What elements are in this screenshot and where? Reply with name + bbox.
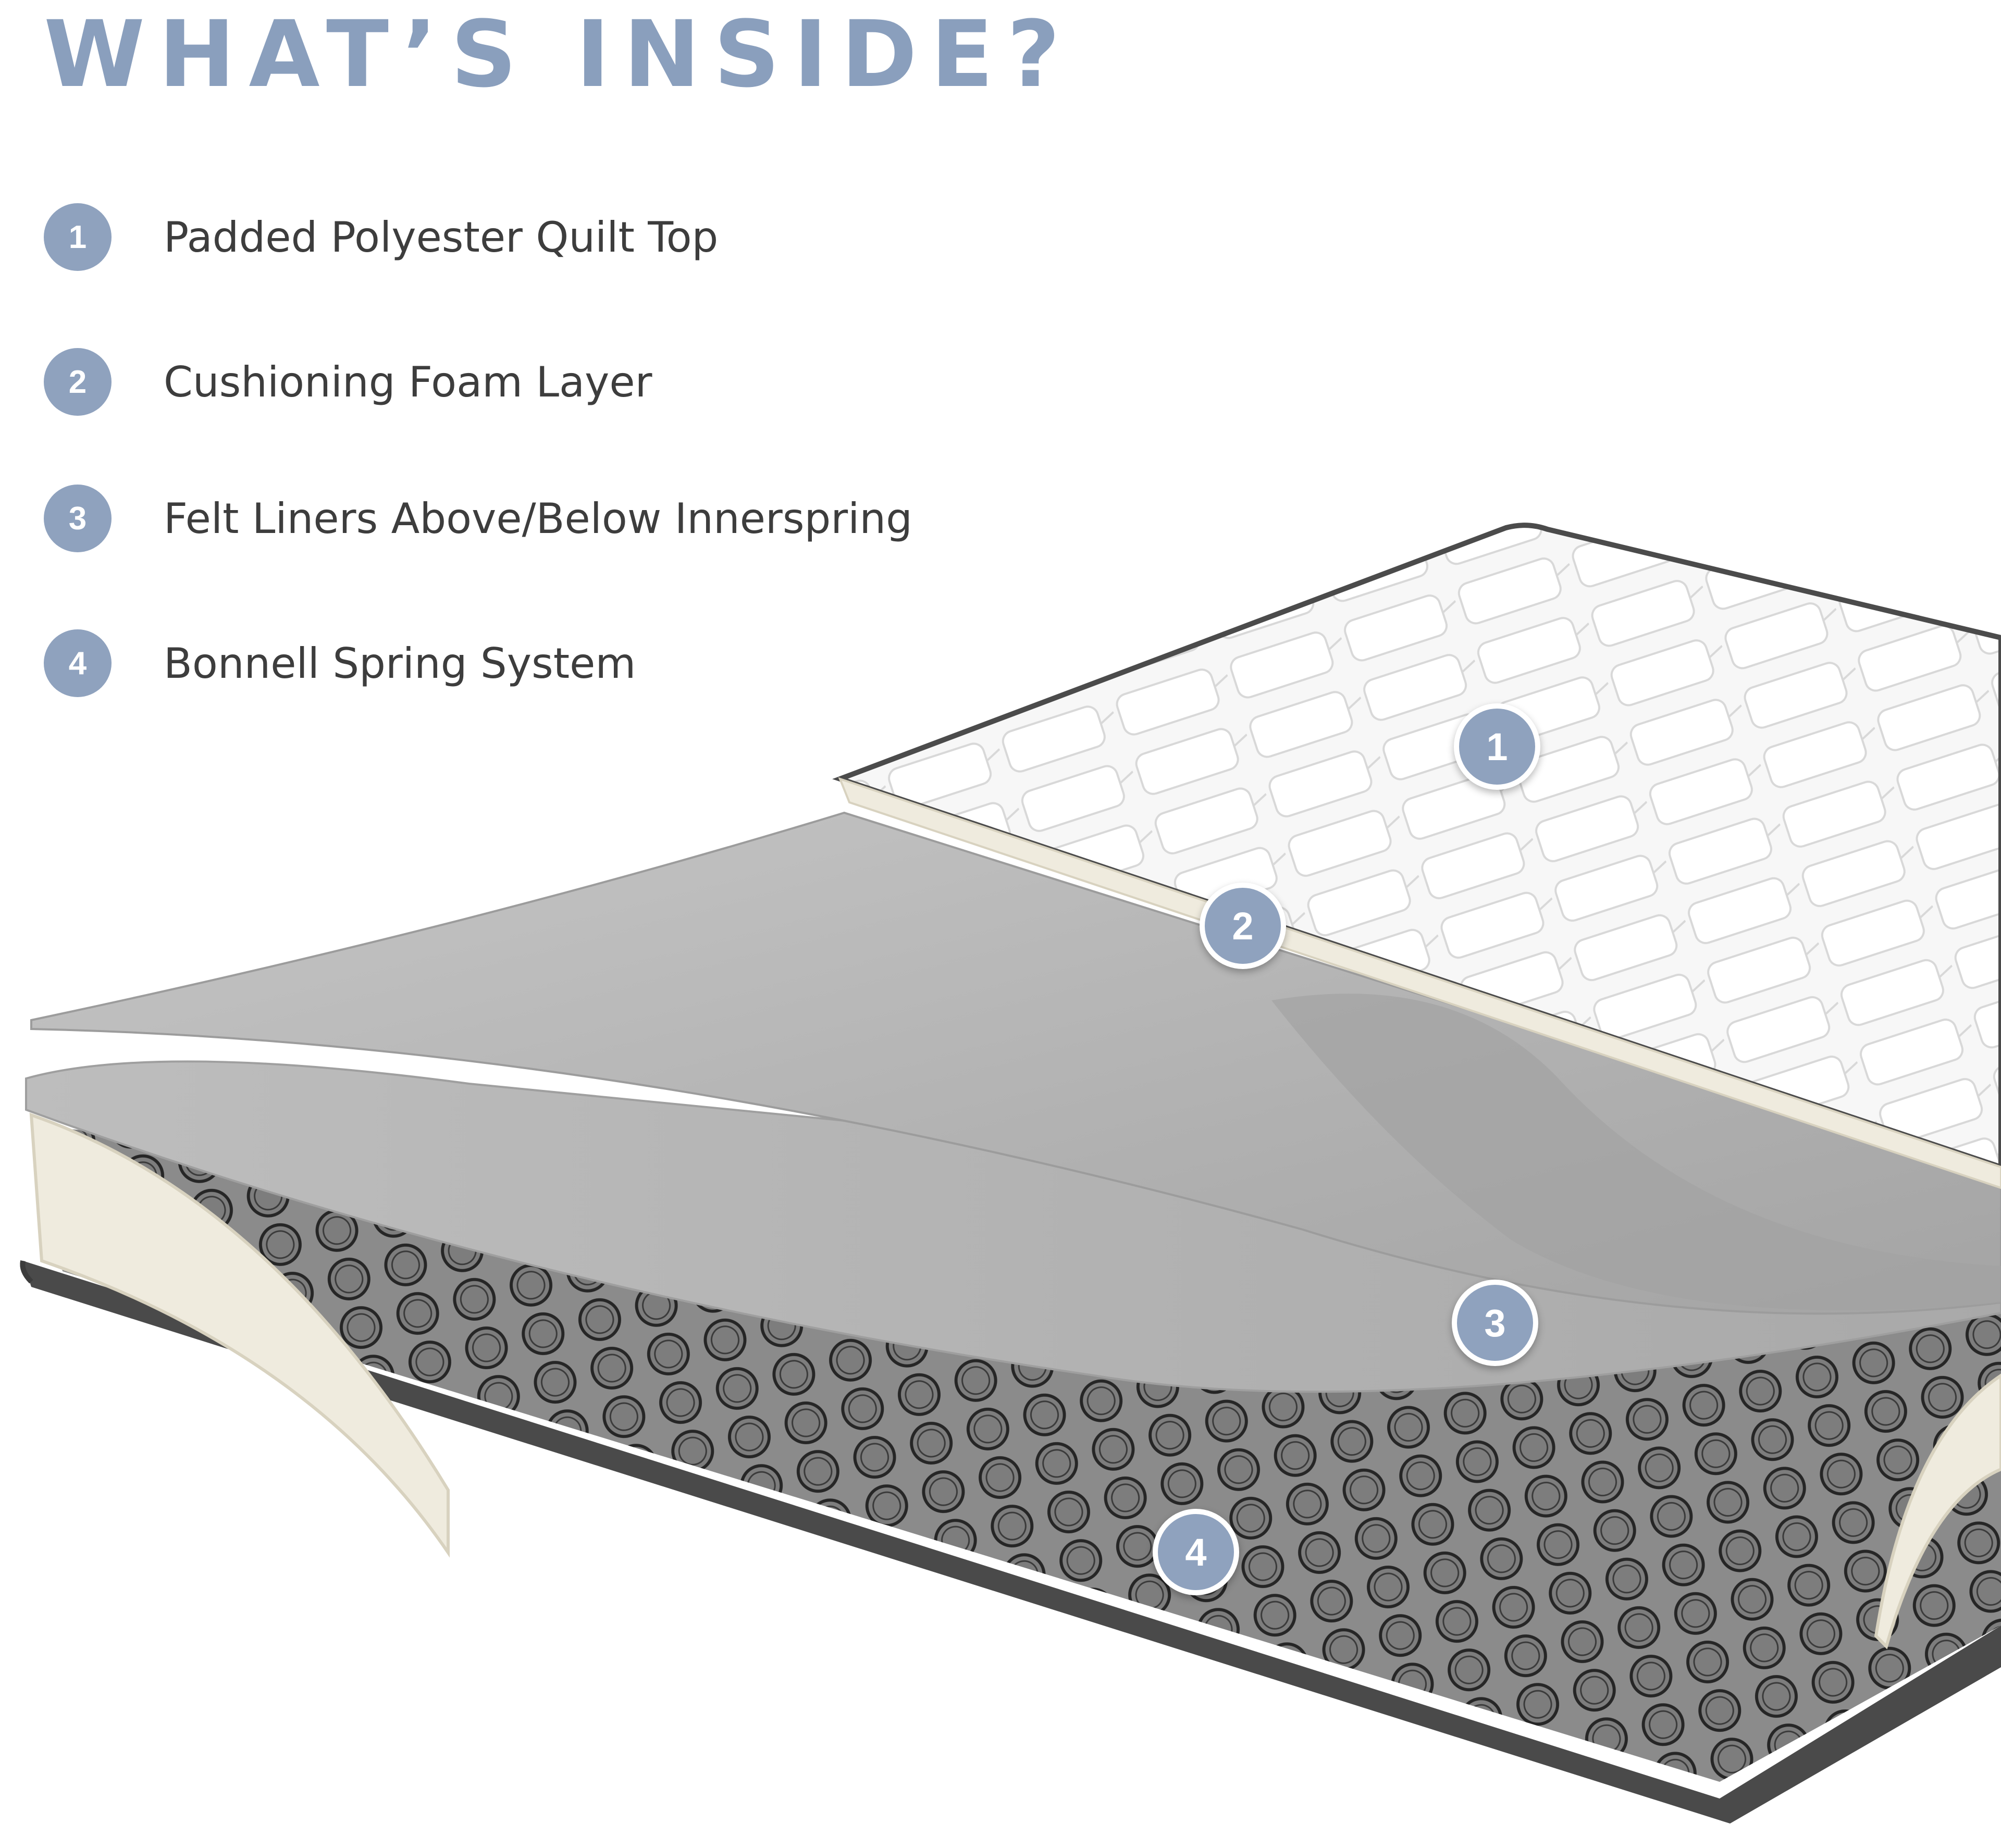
foam-side-left: [29, 1112, 450, 1558]
legend-number-badge: 3: [44, 485, 112, 552]
base-panel: [23, 1261, 2001, 1824]
callout-foam-layer: 2: [1200, 883, 1286, 969]
quilt-top-layer: [832, 523, 2001, 1189]
base-edge: [20, 1260, 33, 1284]
legend-number-badge: 2: [44, 348, 112, 416]
legend-label: Cushioning Foam Layer: [164, 357, 652, 406]
legend-number-badge: 4: [44, 629, 112, 697]
legend-item-foam-layer: 2 Cushioning Foam Layer: [44, 348, 652, 416]
callout-felt-liners: 3: [1452, 1280, 1538, 1366]
upper-felt-liner: [30, 811, 2001, 1315]
callout-spring-system: 4: [1153, 1509, 1239, 1595]
legend-item-quilt-top: 1 Padded Polyester Quilt Top: [44, 203, 718, 271]
legend-number-badge: 1: [44, 203, 112, 271]
callout-quilt-top: 1: [1454, 703, 1540, 790]
legend-item-felt-liners: 3 Felt Liners Above/Below Innerspring: [44, 485, 912, 552]
page-title: WHAT’S INSIDE?: [44, 1, 1074, 108]
legend-label: Bonnell Spring System: [164, 639, 636, 688]
foam-side-right: [1874, 1373, 2001, 1649]
legend-item-spring-system: 4 Bonnell Spring System: [44, 629, 636, 697]
legend-label: Padded Polyester Quilt Top: [164, 213, 719, 262]
legend-label: Felt Liners Above/Below Innerspring: [164, 494, 912, 543]
